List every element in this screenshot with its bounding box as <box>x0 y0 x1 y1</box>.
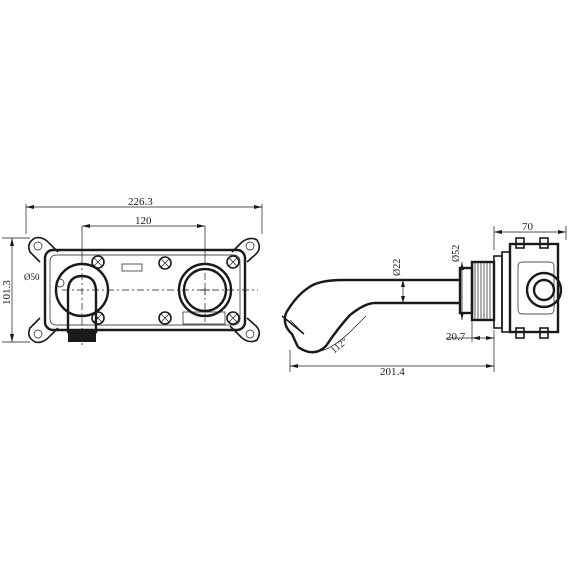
dim-overall-width <box>25 204 263 234</box>
backplate-inner <box>49 254 241 326</box>
backplate-screws <box>91 255 240 325</box>
dim-body-width <box>493 226 567 250</box>
flange-side <box>458 260 496 322</box>
dim-overall-width-label: 226.3 <box>128 196 153 208</box>
dim-spout-dia-side <box>401 280 405 303</box>
dim-flange-dia <box>460 262 464 320</box>
dim-flange-thickness-label: 20.7 <box>446 331 466 343</box>
dim-flange-dia-label: Ø52 <box>451 245 462 262</box>
dim-angle <box>297 315 367 353</box>
dim-projection <box>289 330 495 372</box>
front-view: 226.3 120 101.3 Ø50 <box>1 196 263 345</box>
dim-flange-thickness <box>446 320 494 342</box>
dim-height <box>2 237 30 343</box>
dim-body-width-label: 70 <box>522 221 534 233</box>
dim-height-label: 101.3 <box>1 280 13 305</box>
dim-centers-label: 120 <box>135 215 152 227</box>
mounting-ears <box>28 236 261 344</box>
dim-spout-dia-side-label: Ø22 <box>392 259 403 276</box>
dim-centers <box>81 224 206 258</box>
dim-projection-label: 201.4 <box>380 366 405 378</box>
spout-side <box>281 278 460 354</box>
dim-spout-dia-label: Ø50 <box>24 272 40 282</box>
valve-body-side <box>493 237 563 339</box>
side-view: 70 Ø52 Ø22 112° 201.4 <box>281 221 567 378</box>
